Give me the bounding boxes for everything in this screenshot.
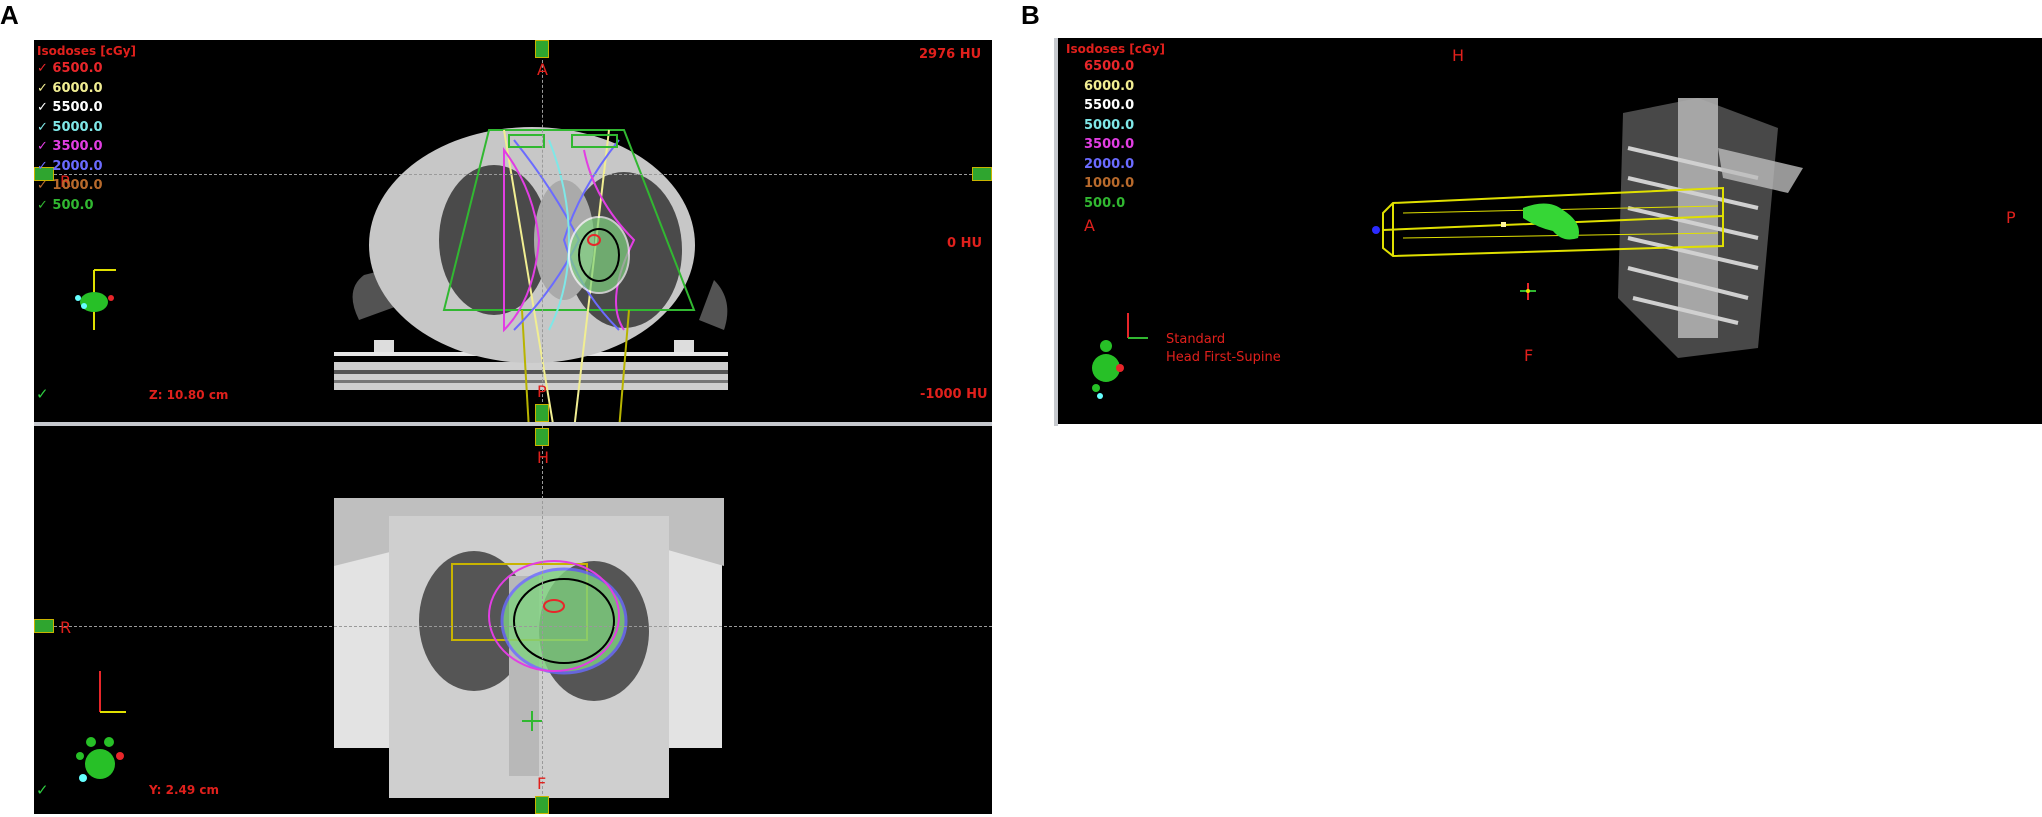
axial-z-position: Z: 10.80 cm — [149, 388, 229, 402]
coronal-bottom-marker[interactable] — [535, 796, 549, 814]
axial-left-marker[interactable] — [34, 167, 54, 181]
view3d-render — [1092, 98, 1803, 399]
axial-right-marker[interactable] — [972, 167, 992, 181]
coronal-ct-image — [76, 498, 724, 798]
axial-hu-min: -1000 HU — [920, 387, 988, 402]
viewport-divider[interactable] — [34, 422, 992, 426]
coronal-check-icon[interactable]: ✓ — [36, 781, 49, 799]
legend-item[interactable]: 1000.0 — [1084, 176, 1135, 191]
view3d-label-anterior: A — [1084, 216, 1095, 235]
axial-crosshair-vertical — [542, 40, 543, 422]
coronal-crosshair-horizontal — [34, 626, 992, 627]
coronal-crosshair-vertical — [542, 426, 543, 814]
coronal-left-marker[interactable] — [34, 619, 54, 633]
legend-item[interactable]: ✓ 500.0 — [37, 197, 94, 213]
legend-item[interactable]: 500.0 — [1084, 195, 1126, 211]
view3d-label-posterior: P — [2006, 208, 2016, 227]
legend-item[interactable]: ✓ 1000.0 — [37, 178, 103, 193]
axial-crosshair-horizontal — [34, 174, 992, 175]
isodose-legend-3d: Isodoses [cGy] 6500.0 6000.0 5500.0 5000… — [1066, 41, 1165, 213]
view3d-left-border — [1054, 38, 1058, 426]
axial-ct-image — [75, 127, 728, 422]
axial-label-right: R — [60, 172, 72, 191]
axial-hu-max: 2976 HU — [919, 47, 982, 62]
view3d-orientation-standard: Standard — [1166, 332, 1226, 347]
legend-item[interactable]: 2000.0 — [1084, 156, 1135, 172]
legend-item[interactable]: 6500.0 — [1084, 59, 1135, 74]
axial-hu-mid: 0 HU — [947, 236, 983, 251]
legend-item[interactable]: ✓ 2000.0 — [37, 158, 103, 174]
legend-item[interactable]: 6000.0 — [1084, 78, 1135, 94]
axial-label-posterior: P — [537, 382, 547, 401]
axial-label-anterior: A — [537, 60, 548, 79]
legend-item[interactable]: ✓ 6500.0 — [37, 61, 103, 76]
view3d-orientation-position: Head First-Supine — [1166, 350, 1281, 365]
panel-label-a: A — [0, 0, 19, 30]
legend-item[interactable]: ✓ 6000.0 — [37, 80, 103, 96]
coronal-y-position: Y: 2.49 cm — [149, 783, 220, 797]
legend-item[interactable]: ✓ 5500.0 — [37, 100, 103, 115]
coronal-label-right: R — [60, 618, 72, 637]
panel-label-b: B — [1021, 0, 1040, 30]
axial-top-marker[interactable] — [535, 40, 549, 58]
coronal-label-feet: F — [537, 774, 547, 793]
legend-item[interactable]: ✓ 5000.0 — [37, 119, 103, 135]
axial-check-icon[interactable]: ✓ — [36, 385, 49, 403]
view3d-label-head: H — [1452, 46, 1465, 65]
coronal-top-marker[interactable] — [535, 428, 549, 446]
legend-item[interactable]: 5500.0 — [1084, 98, 1135, 113]
view3d-viewport[interactable]: H F A P Standard Head First-Supine Isodo… — [1058, 38, 2042, 424]
axial-viewport[interactable]: A P R 2976 HU 0 HU -1000 HU Z: 10.80 cm … — [34, 40, 992, 422]
coronal-label-head: H — [537, 448, 550, 467]
view3d-label-feet: F — [1524, 346, 1534, 365]
axial-bottom-marker[interactable] — [535, 404, 549, 422]
isodose-legend-axial: Isodoses [cGy] ✓ 6500.0 ✓ 6000.0 ✓ 5500.… — [37, 43, 136, 215]
legend-item[interactable]: 3500.0 — [1084, 137, 1135, 152]
legend-title: Isodoses [cGy] — [37, 44, 137, 58]
coronal-viewport[interactable]: H F R Y: 2.49 cm ✓ — [34, 426, 992, 814]
legend-item[interactable]: ✓ 3500.0 — [37, 139, 103, 154]
legend-title: Isodoses [cGy] — [1066, 42, 1166, 56]
legend-item[interactable]: 5000.0 — [1084, 117, 1135, 133]
